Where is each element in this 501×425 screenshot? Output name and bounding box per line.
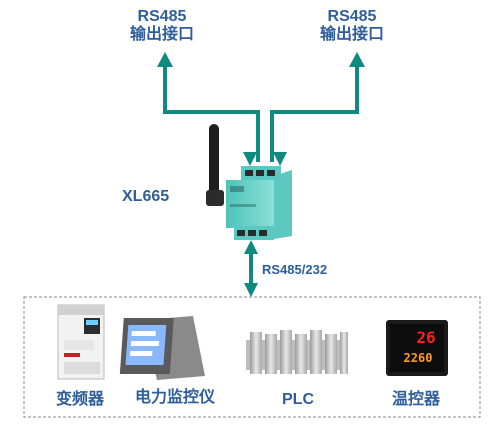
left-arrow-head-up	[157, 52, 173, 67]
output-label-left: RS485 输出接口	[112, 8, 212, 44]
output-label-right: RS485 输出接口	[302, 8, 402, 44]
device-label-power-meter: 电力监控仪	[134, 389, 215, 406]
output-label-left-line1: RS485	[137, 8, 187, 25]
left-arrow-head-down	[243, 152, 257, 166]
device-label-plc: PLC	[282, 391, 314, 408]
temp-display-top: 26	[416, 328, 435, 347]
vfd-icon	[57, 304, 105, 380]
link-arrow-down	[244, 283, 258, 297]
temperature-controller-icon: 26 2260	[386, 320, 448, 376]
device-group-border	[23, 296, 481, 418]
device-label-vfd: 变频器	[55, 391, 104, 408]
right-output-arrow	[270, 64, 359, 162]
link-arrow-up	[244, 240, 258, 254]
right-arrow-head-down	[273, 152, 287, 166]
output-label-right-line1: RS485	[327, 8, 377, 25]
power-meter-icon	[119, 316, 205, 380]
temp-display-bottom: 2260	[404, 351, 433, 365]
xl665-device	[206, 124, 292, 240]
left-output-arrow	[163, 64, 260, 162]
device-label-temp-controller: 温控器	[391, 391, 440, 408]
plc-icon	[246, 330, 348, 374]
link-label: RS485/232	[262, 262, 328, 277]
right-arrow-head-up	[349, 52, 365, 67]
output-label-left-line2: 输出接口	[129, 26, 194, 43]
device-model-label: XL665	[122, 188, 170, 205]
output-arrows	[163, 64, 359, 286]
antenna	[209, 124, 219, 204]
output-label-right-line2: 输出接口	[319, 26, 384, 43]
